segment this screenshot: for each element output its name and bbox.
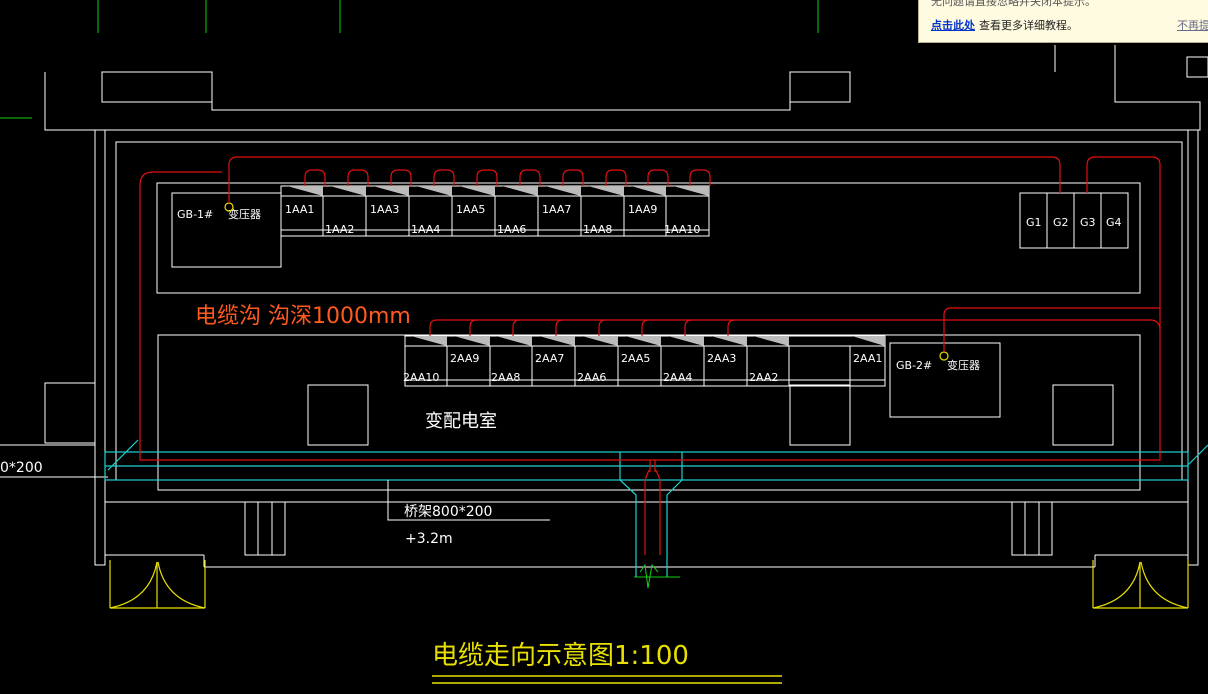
help-tooltip: 无问题请直接忽略并关闭本提示。 点击此处 查看更多详细教程。 不再提 (918, 0, 1208, 43)
panel-label: 1AA7 (542, 203, 571, 216)
tooltip-tutorial-text: 查看更多详细教程。 (979, 19, 1078, 32)
door-right (1092, 560, 1189, 609)
tray-elevation-label: +3.2m (405, 531, 453, 547)
axis-lines (0, 0, 819, 578)
panel-label: 1AA6 (497, 223, 526, 236)
transformer-gb2-label: 变压器 (947, 358, 980, 372)
tooltip-tutorial-link[interactable]: 点击此处 (931, 19, 975, 32)
panel-label: 1AA8 (583, 223, 612, 236)
panel-label: 2AA10 (403, 371, 439, 384)
left-edge-dimension: 0*200 (0, 460, 43, 476)
panel-label: 1AA3 (370, 203, 399, 216)
panel-label: 2AA3 (707, 352, 736, 365)
room-label: 变配电室 (425, 411, 497, 432)
panel-label: 2AA4 (663, 371, 692, 384)
building-walls (0, 45, 1208, 568)
generator-label: G4 (1106, 216, 1122, 229)
panel-label: 1AA5 (456, 203, 485, 216)
tray-size-label: 桥架800*200 (404, 504, 492, 520)
panel-label: 1AA1 (285, 203, 314, 216)
generator-panels[interactable]: G1 G2 G3 G4 (1019, 192, 1129, 249)
transformer-gb1-name: GB-1# (177, 208, 213, 221)
cable-routes (139, 156, 1161, 589)
tray-leader (387, 480, 550, 521)
transformer-gb2-name: GB-2# (896, 359, 932, 372)
tooltip-message: 无问题请直接忽略并关闭本提示。 (931, 0, 1096, 8)
panel-label: 2AA8 (491, 371, 520, 384)
bottom-panel-row[interactable]: 2AA9 2AA7 2AA5 2AA3 2AA1 2AA10 2AA8 2AA6… (403, 335, 886, 387)
door-left (109, 560, 206, 609)
panel-label: 1AA4 (411, 223, 440, 236)
generator-label: G1 (1026, 216, 1042, 229)
top-panel-row[interactable]: 1AA1 1AA3 1AA5 1AA7 1AA9 1AA2 1AA4 1AA6 … (280, 185, 710, 237)
cable-tray[interactable] (104, 439, 1208, 577)
panel-label: 1AA9 (628, 203, 657, 216)
tooltip-dismiss-link[interactable]: 不再提 (1177, 19, 1208, 32)
generator-label: G2 (1053, 216, 1069, 229)
drawing-title: 电缆走向示意图1:100 (432, 641, 689, 671)
panel-label: 1AA10 (664, 223, 700, 236)
trench-depth-note: 电缆沟 沟深1000mm (195, 304, 411, 329)
panel-label: 2AA5 (621, 352, 650, 365)
panel-label: 2AA1 (853, 352, 882, 365)
panel-label: 2AA9 (450, 352, 479, 365)
transformer-gb1[interactable]: GB-1# 变压器 (171, 192, 282, 268)
panel-label: 1AA2 (325, 223, 354, 236)
panel-label: 2AA6 (577, 371, 606, 384)
panel-label: 2AA7 (535, 352, 564, 365)
transformer-gb2[interactable]: GB-2# 变压器 (889, 342, 1001, 418)
transformer-gb2-terminal-icon (939, 351, 949, 361)
generator-label: G3 (1080, 216, 1096, 229)
panel-label: 2AA2 (749, 371, 778, 384)
transformer-gb1-label: 变压器 (228, 207, 261, 221)
